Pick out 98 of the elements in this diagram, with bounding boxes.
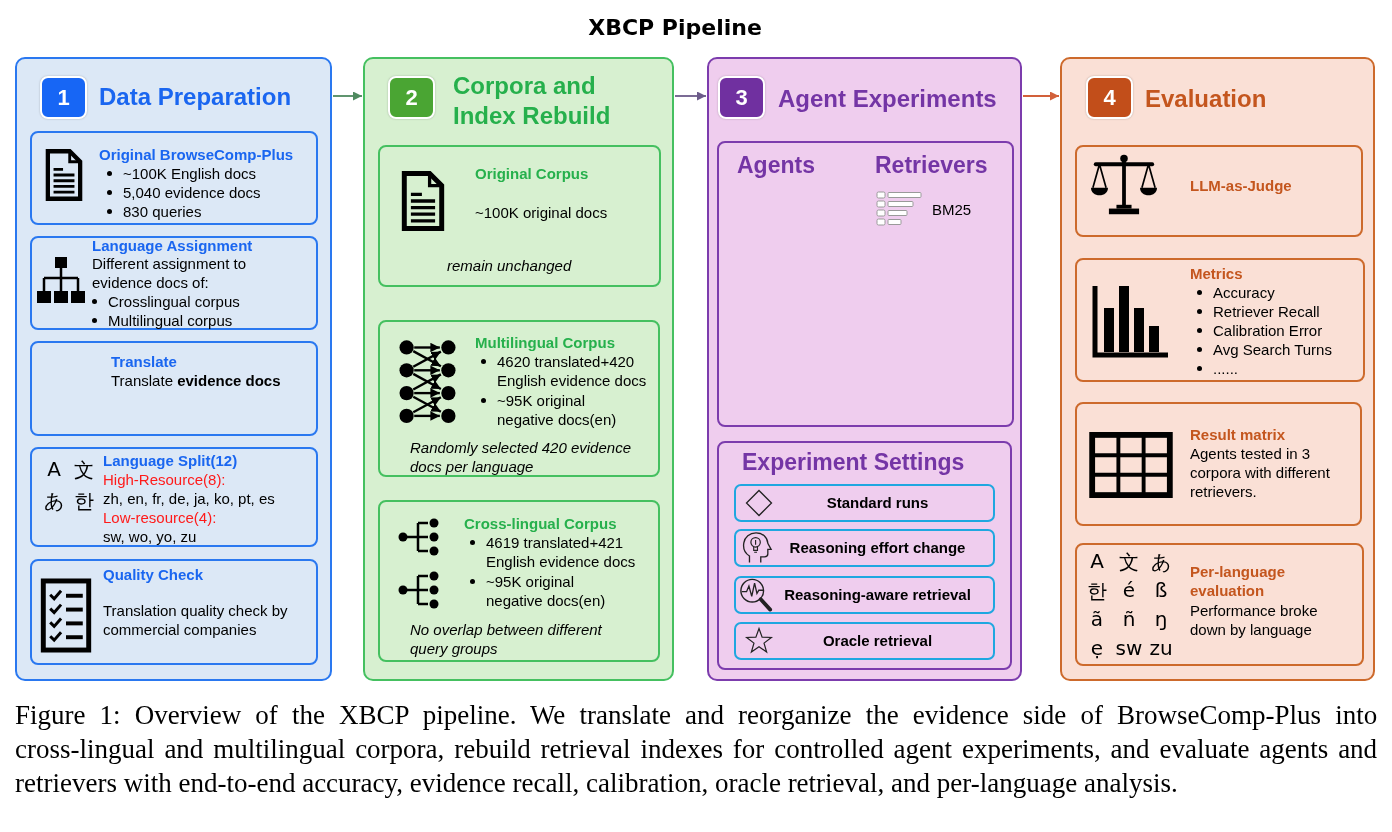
- setting-label: Reasoning effort change: [789, 538, 966, 557]
- body-text: Different assignment to evidence docs of:: [92, 254, 247, 292]
- body-text: BM25: [932, 200, 972, 219]
- group-label: High-Resource(8):: [103, 470, 226, 489]
- bullet-item: ......: [1193, 359, 1238, 378]
- bullet-item: ~95K original negative docs(en): [477, 391, 627, 429]
- figure-caption: Figure 1: Overview of the XBCP pipeline. We translate and reorganize the evidence side of BrowseComp-Plus into cross-lingual and multilingual corpora, rebuild retrieval indexes for controlled agent experiments, and evaluate agents and retrievers with end-to-end accuracy, evidence recall, calibration, oracle retrieval, and per-language analysis.: [15, 699, 1377, 800]
- body-text: Performance broke down by language: [1190, 601, 1319, 639]
- body-text: Translate evidence docs: [111, 371, 281, 390]
- stage-panel: [363, 57, 674, 681]
- bullet-item: ~95K original negative docs(en): [466, 572, 616, 610]
- script-character: ẹ: [1090, 636, 1104, 660]
- arrow: [332, 91, 363, 101]
- info-card: [30, 131, 318, 225]
- card-heading: Per-language evaluation: [1190, 562, 1287, 600]
- stage-title: Evaluation: [1145, 84, 1267, 114]
- arrow: [674, 91, 707, 101]
- setting-label: Oracle retrieval: [822, 631, 933, 650]
- bullet-item: Retriever Recall: [1193, 302, 1320, 321]
- info-card: [378, 500, 660, 662]
- card-heading: LLM-as-Judge: [1190, 176, 1292, 195]
- info-card: [30, 447, 318, 547]
- bullet-item: 4619 translated+421 English evidence docs: [466, 533, 651, 571]
- group-label: Low-resource(4):: [103, 508, 217, 527]
- script-character: ŋ: [1154, 607, 1168, 631]
- card-heading: Cross-lingual Corpus: [464, 514, 617, 533]
- bullet-item: ~100K English docs: [103, 164, 256, 183]
- script-character: あ: [44, 488, 64, 515]
- script-character: ã: [1090, 607, 1104, 631]
- stage-title: Agent Experiments: [778, 84, 997, 114]
- setting-option: [734, 484, 995, 522]
- info-card: [30, 236, 318, 330]
- card-heading: Metrics: [1190, 264, 1243, 283]
- info-card: [717, 141, 1014, 427]
- note-text: No overlap between different query groups: [410, 620, 603, 658]
- script-character: 文: [74, 457, 94, 484]
- section-heading: Agents: [737, 151, 815, 179]
- bullet-item: 5,040 evidence docs: [103, 183, 261, 202]
- info-card: [1075, 145, 1363, 237]
- note-text: remain unchanged: [447, 256, 572, 275]
- info-card: [717, 441, 1012, 670]
- arrow: [1022, 91, 1060, 101]
- info-card: [378, 145, 661, 287]
- bullet-item: Multilingual corpus: [88, 311, 233, 330]
- diagram-title: XBCP Pipeline: [588, 14, 762, 42]
- script-character: 한: [1087, 578, 1107, 605]
- body-text: Translation quality check by commercial companies: [103, 601, 289, 639]
- body-text: sw, wo, yo, zu: [103, 527, 197, 546]
- script-character: é: [1122, 578, 1136, 602]
- info-card: [30, 341, 318, 436]
- bullet-item: Avg Search Turns: [1193, 340, 1332, 359]
- card-heading: Language Split(12): [103, 451, 238, 470]
- script-character: sw: [1115, 636, 1143, 660]
- setting-option: [734, 576, 995, 614]
- stage-panel: [15, 57, 332, 681]
- info-card: [30, 559, 318, 665]
- setting-label: Standard runs: [826, 493, 929, 512]
- script-character: A: [1090, 549, 1104, 573]
- bullet-item: Crosslingual corpus: [88, 292, 240, 311]
- info-card: [378, 320, 660, 477]
- section-heading: Retrievers: [875, 151, 988, 179]
- card-heading: Original BrowseComp-Plus: [99, 145, 294, 164]
- bullet-item: 4620 translated+420 English evidence docs: [477, 352, 657, 390]
- card-heading: Result matrix: [1190, 425, 1286, 444]
- info-card: [1075, 402, 1362, 526]
- note-text: Randomly selected 420 evidence docs per language: [410, 438, 632, 476]
- script-character: あ: [1151, 549, 1171, 576]
- script-character: 한: [74, 488, 94, 515]
- bullet-item: Calibration Error: [1193, 321, 1323, 340]
- stage-title: Data Preparation: [99, 82, 292, 112]
- card-heading: Translate: [111, 352, 177, 371]
- section-heading: Experiment Settings: [742, 448, 965, 476]
- step-number-badge: 1: [40, 76, 87, 119]
- setting-option: [734, 529, 995, 567]
- bullet-item: 830 queries: [103, 202, 202, 221]
- script-character: ß: [1154, 578, 1168, 602]
- step-number-badge: 4: [1086, 76, 1133, 119]
- stage-panel: [707, 57, 1022, 681]
- script-character: ñ: [1122, 607, 1136, 631]
- script-character: 文: [1119, 549, 1139, 576]
- stage-title: Corpora and Index Rebuild: [453, 71, 612, 131]
- bullet-item: Accuracy: [1193, 283, 1275, 302]
- body-text: ~100K original docs: [475, 203, 608, 222]
- script-character: zu: [1149, 636, 1173, 660]
- body-text: Agents tested in 3 corpora with different retrievers.: [1190, 444, 1331, 501]
- info-card: [1075, 258, 1365, 382]
- stage-panel: [1060, 57, 1375, 681]
- card-heading: Original Corpus: [475, 164, 589, 183]
- body-text: zh, en, fr, de, ja, ko, pt, es: [103, 489, 275, 508]
- step-number-badge: 3: [718, 76, 765, 119]
- card-heading: Language Assignment: [92, 236, 253, 255]
- setting-label: Reasoning-aware retrieval: [784, 585, 971, 604]
- script-character: A: [47, 457, 61, 481]
- setting-option: [734, 622, 995, 660]
- card-heading: Multilingual Corpus: [475, 333, 615, 352]
- card-heading: Quality Check: [103, 565, 204, 584]
- info-card: [1075, 543, 1364, 666]
- step-number-badge: 2: [388, 76, 435, 119]
